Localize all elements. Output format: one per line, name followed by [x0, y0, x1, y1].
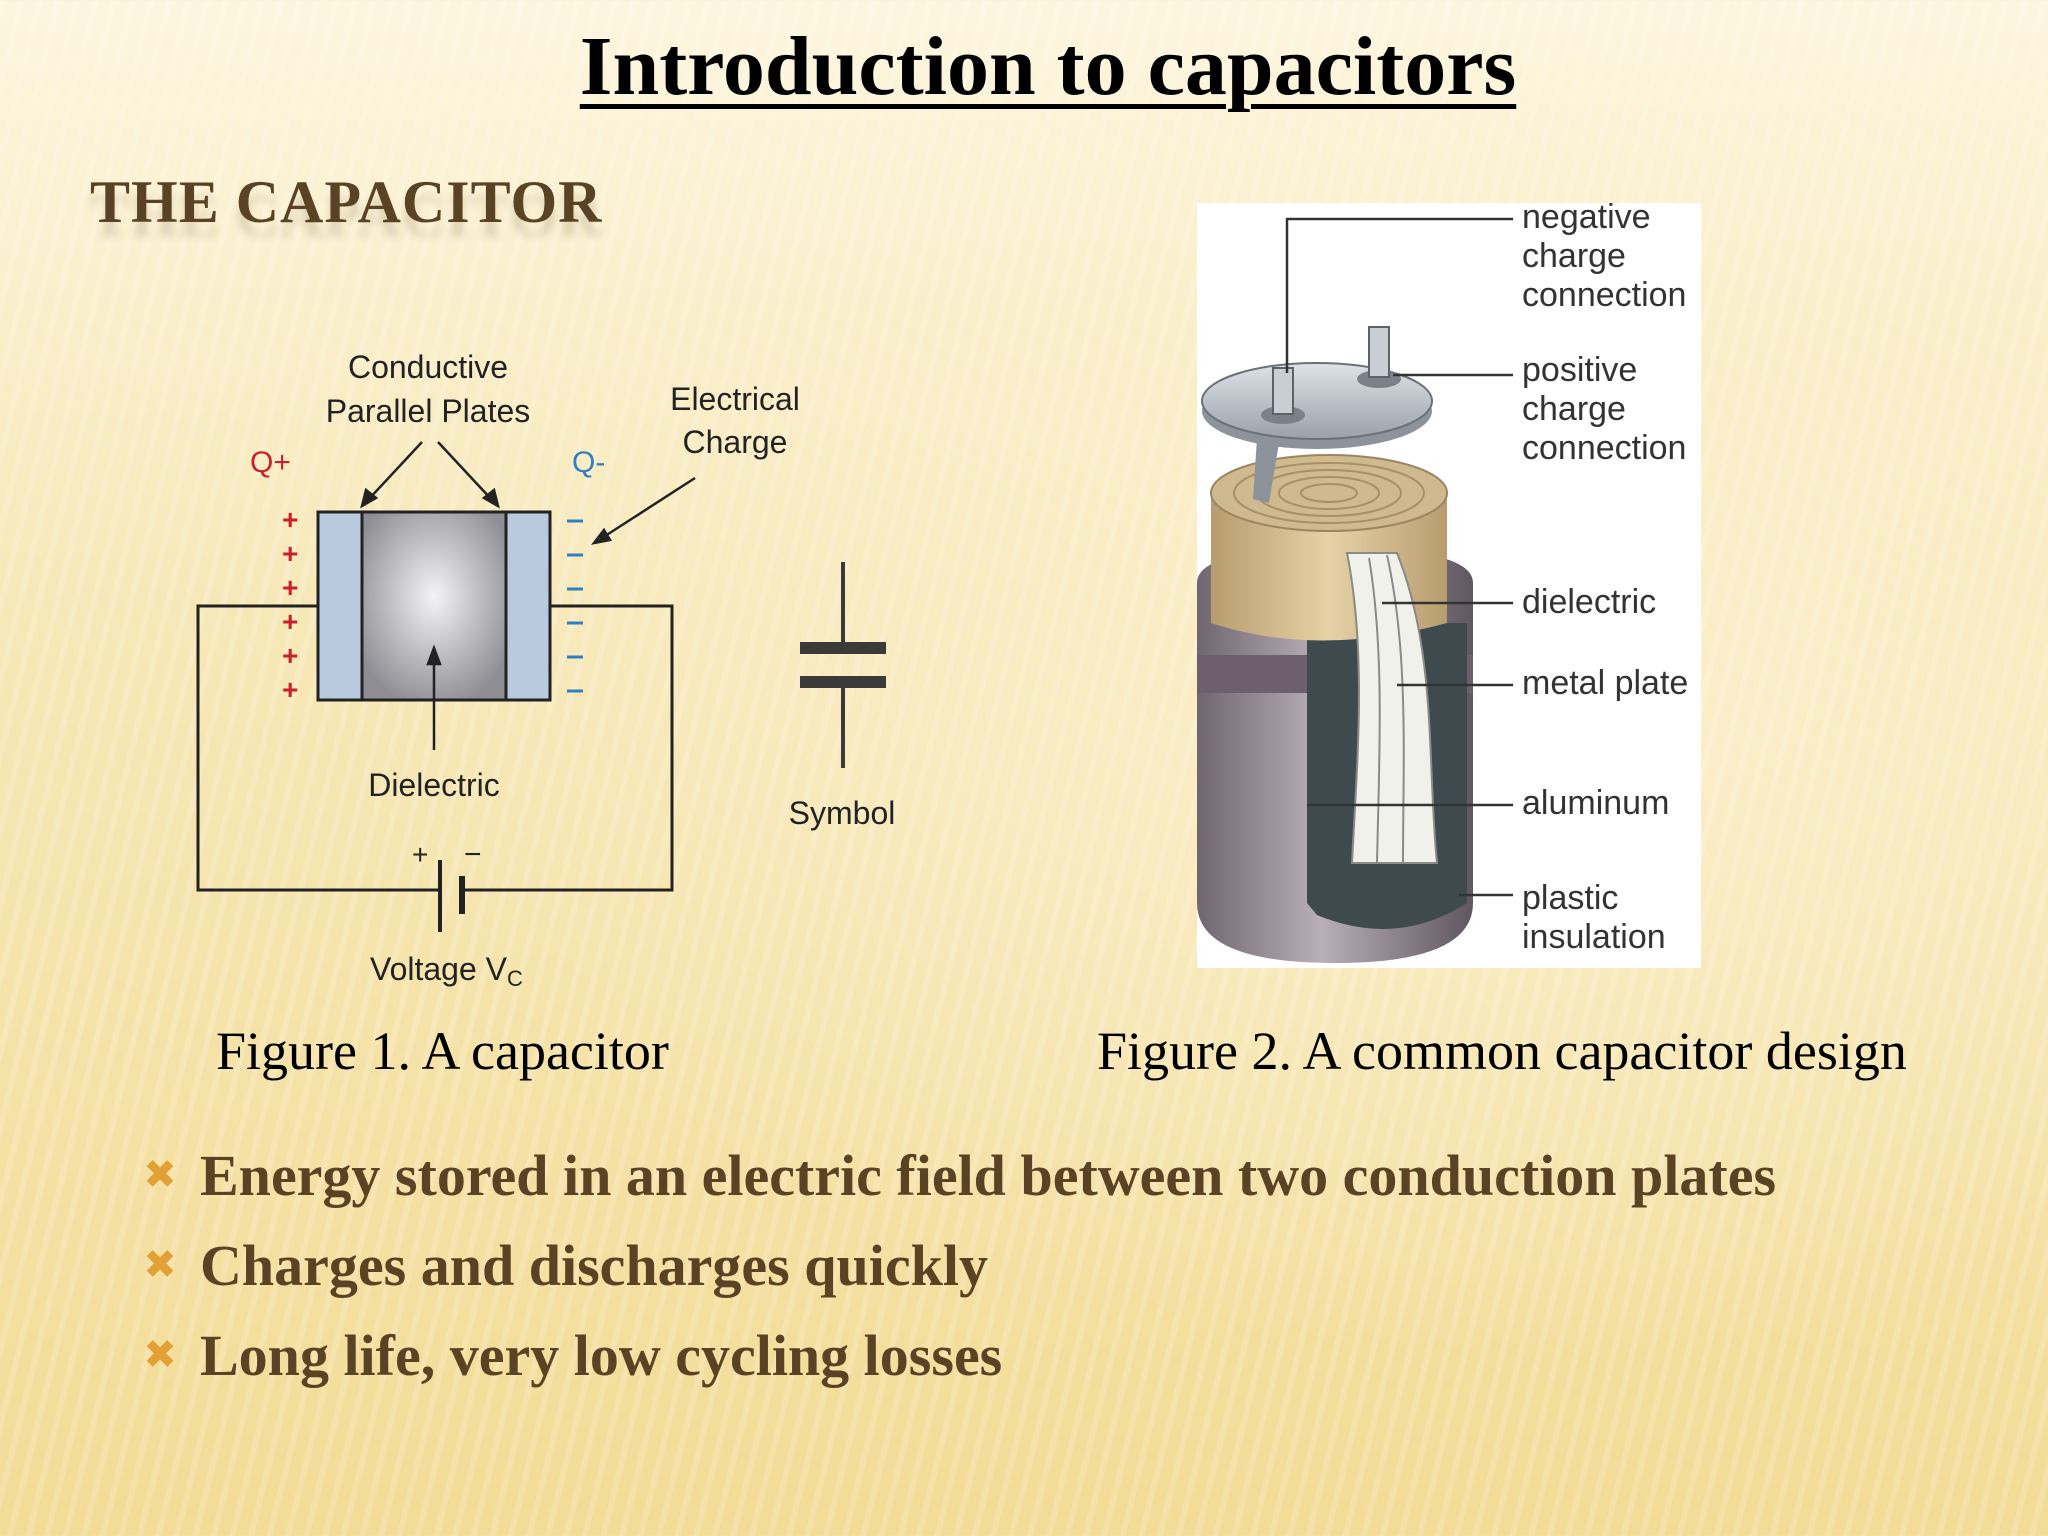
plastic-label-line2: insulation: [1522, 918, 1666, 956]
svg-text:+: +: [282, 538, 298, 569]
section-heading: THE CAPACITOR: [90, 169, 603, 235]
x-bullet-icon: ✖: [143, 1332, 177, 1378]
battery-plus: +: [412, 839, 428, 870]
plastic-label-line1: plastic: [1522, 879, 1618, 917]
dielectric-label: Dielectric: [368, 767, 500, 803]
battery-symbol: [438, 860, 465, 932]
positive-label-line3: connection: [1522, 429, 1686, 467]
capacitor-cutaway-illustration: negative charge connection positive char…: [1197, 198, 1701, 968]
q-plus-label: Q+: [250, 446, 291, 479]
svg-text:+: +: [282, 606, 298, 637]
svg-text:+: +: [282, 572, 298, 603]
lid-tab: [1253, 438, 1279, 503]
positive-label-line2: charge: [1522, 390, 1626, 428]
aluminum-label: aluminum: [1522, 784, 1669, 822]
plate-arrows: [360, 441, 696, 545]
bullet-text: Energy stored in an electric field betwe…: [200, 1142, 1777, 1208]
metal-plate-label: metal plate: [1522, 664, 1688, 702]
leader-lines: [1285, 217, 1513, 897]
terminal-negative: [1261, 367, 1305, 424]
negative-label-line3: connection: [1522, 276, 1686, 314]
symbol-label: Symbol: [789, 795, 896, 831]
terminal-positive: [1357, 326, 1401, 388]
figure1-caption: Figure 1. A capacitor: [216, 1021, 669, 1081]
q-minus-label: Q-: [572, 446, 605, 479]
figure2-caption: Figure 2. A common capacitor design: [1097, 1021, 1907, 1081]
winding-rings: [1233, 462, 1425, 524]
bullet-text: Charges and discharges quickly: [200, 1232, 988, 1298]
capacitor-diagram: Conductive Parallel Plates Electrical Ch…: [190, 330, 930, 1010]
dielectric-label: dielectric: [1522, 583, 1656, 621]
positive-label-line1: positive: [1522, 351, 1637, 389]
slide-title: Introduction to capacitors: [579, 20, 1517, 113]
bullet-text: Long life, very low cycling losses: [200, 1322, 1003, 1388]
layer-sheets: [1345, 552, 1439, 864]
x-bullet-icon: ✖: [143, 1242, 177, 1288]
svg-text:+: +: [282, 504, 298, 535]
charge-label-line2: Charge: [683, 424, 788, 460]
list-item: ✖ Long life, very low cycling losses: [120, 1310, 1776, 1400]
bullet-list: ✖ Energy stored in an electric field bet…: [120, 1130, 1776, 1400]
battery-minus: −: [464, 838, 482, 871]
plates-label-line2: Parallel Plates: [326, 393, 531, 429]
charge-label-line1: Electrical: [670, 381, 800, 417]
minus-charges: [567, 519, 583, 693]
left-plate: [316, 510, 364, 702]
winding-roll-top: [1210, 454, 1448, 532]
svg-text:+: +: [282, 674, 298, 705]
plus-charges: +++ +++: [282, 504, 298, 705]
circuit-wires: [196, 604, 674, 892]
negative-label-line2: charge: [1522, 237, 1626, 275]
list-item: ✖ Energy stored in an electric field bet…: [120, 1130, 1776, 1220]
svg-text:+: +: [282, 640, 298, 671]
dielectric-arrow: [426, 644, 442, 750]
list-item: ✖ Charges and discharges quickly: [120, 1220, 1776, 1310]
plates-label-line1: Conductive: [348, 349, 508, 385]
negative-label-line1: negative: [1522, 203, 1651, 236]
right-plate: [504, 510, 552, 702]
voltage-label: Voltage VC: [370, 951, 523, 991]
x-bullet-icon: ✖: [143, 1152, 177, 1198]
capacitor-symbol: [800, 562, 886, 768]
